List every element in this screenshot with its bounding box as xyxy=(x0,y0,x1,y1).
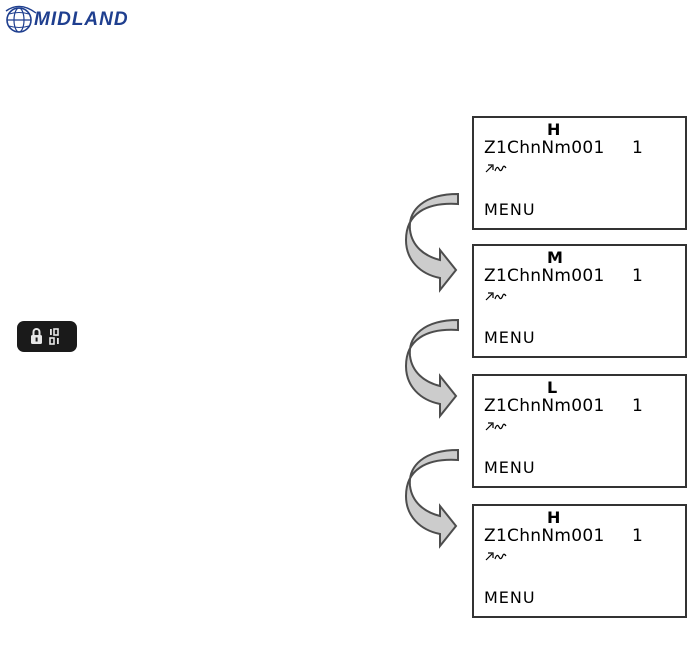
brand-name: MIDLAND xyxy=(34,9,129,31)
lcd-screen: M Z1ChnNm001 1 MENU xyxy=(472,244,687,358)
power-level: H xyxy=(474,121,685,139)
scan-signal-icon xyxy=(484,162,510,174)
channel-name: Z1ChnNm001 xyxy=(484,396,605,416)
power-level: L xyxy=(474,379,685,397)
lcd-screen: H Z1ChnNm001 1 MENU xyxy=(472,504,687,618)
curved-arrow-icon xyxy=(404,446,468,550)
lcd-screen: L Z1ChnNm001 1 MENU xyxy=(472,374,687,488)
channel-number: 1 xyxy=(632,396,643,416)
curved-arrow-icon xyxy=(404,316,468,420)
menu-label: MENU xyxy=(484,200,536,220)
channel-number: 1 xyxy=(632,138,643,158)
scan-signal-icon xyxy=(484,550,510,562)
channel-number: 1 xyxy=(632,526,643,546)
channel-number: 1 xyxy=(632,266,643,286)
menu-label: MENU xyxy=(484,328,536,348)
lcd-screen: H Z1ChnNm001 1 MENU xyxy=(472,116,687,230)
lock-key-icon xyxy=(17,321,77,352)
midland-logo: MIDLAND xyxy=(4,3,174,37)
channel-name: Z1ChnNm001 xyxy=(484,138,605,158)
menu-label: MENU xyxy=(484,458,536,478)
channel-name: Z1ChnNm001 xyxy=(484,526,605,546)
globe-icon xyxy=(4,3,38,37)
power-level: M xyxy=(474,249,685,267)
curved-arrow-icon xyxy=(404,190,468,294)
scan-signal-icon xyxy=(484,420,510,432)
scan-signal-icon xyxy=(484,290,510,302)
channel-name: Z1ChnNm001 xyxy=(484,266,605,286)
power-level: H xyxy=(474,509,685,527)
menu-label: MENU xyxy=(484,588,536,608)
